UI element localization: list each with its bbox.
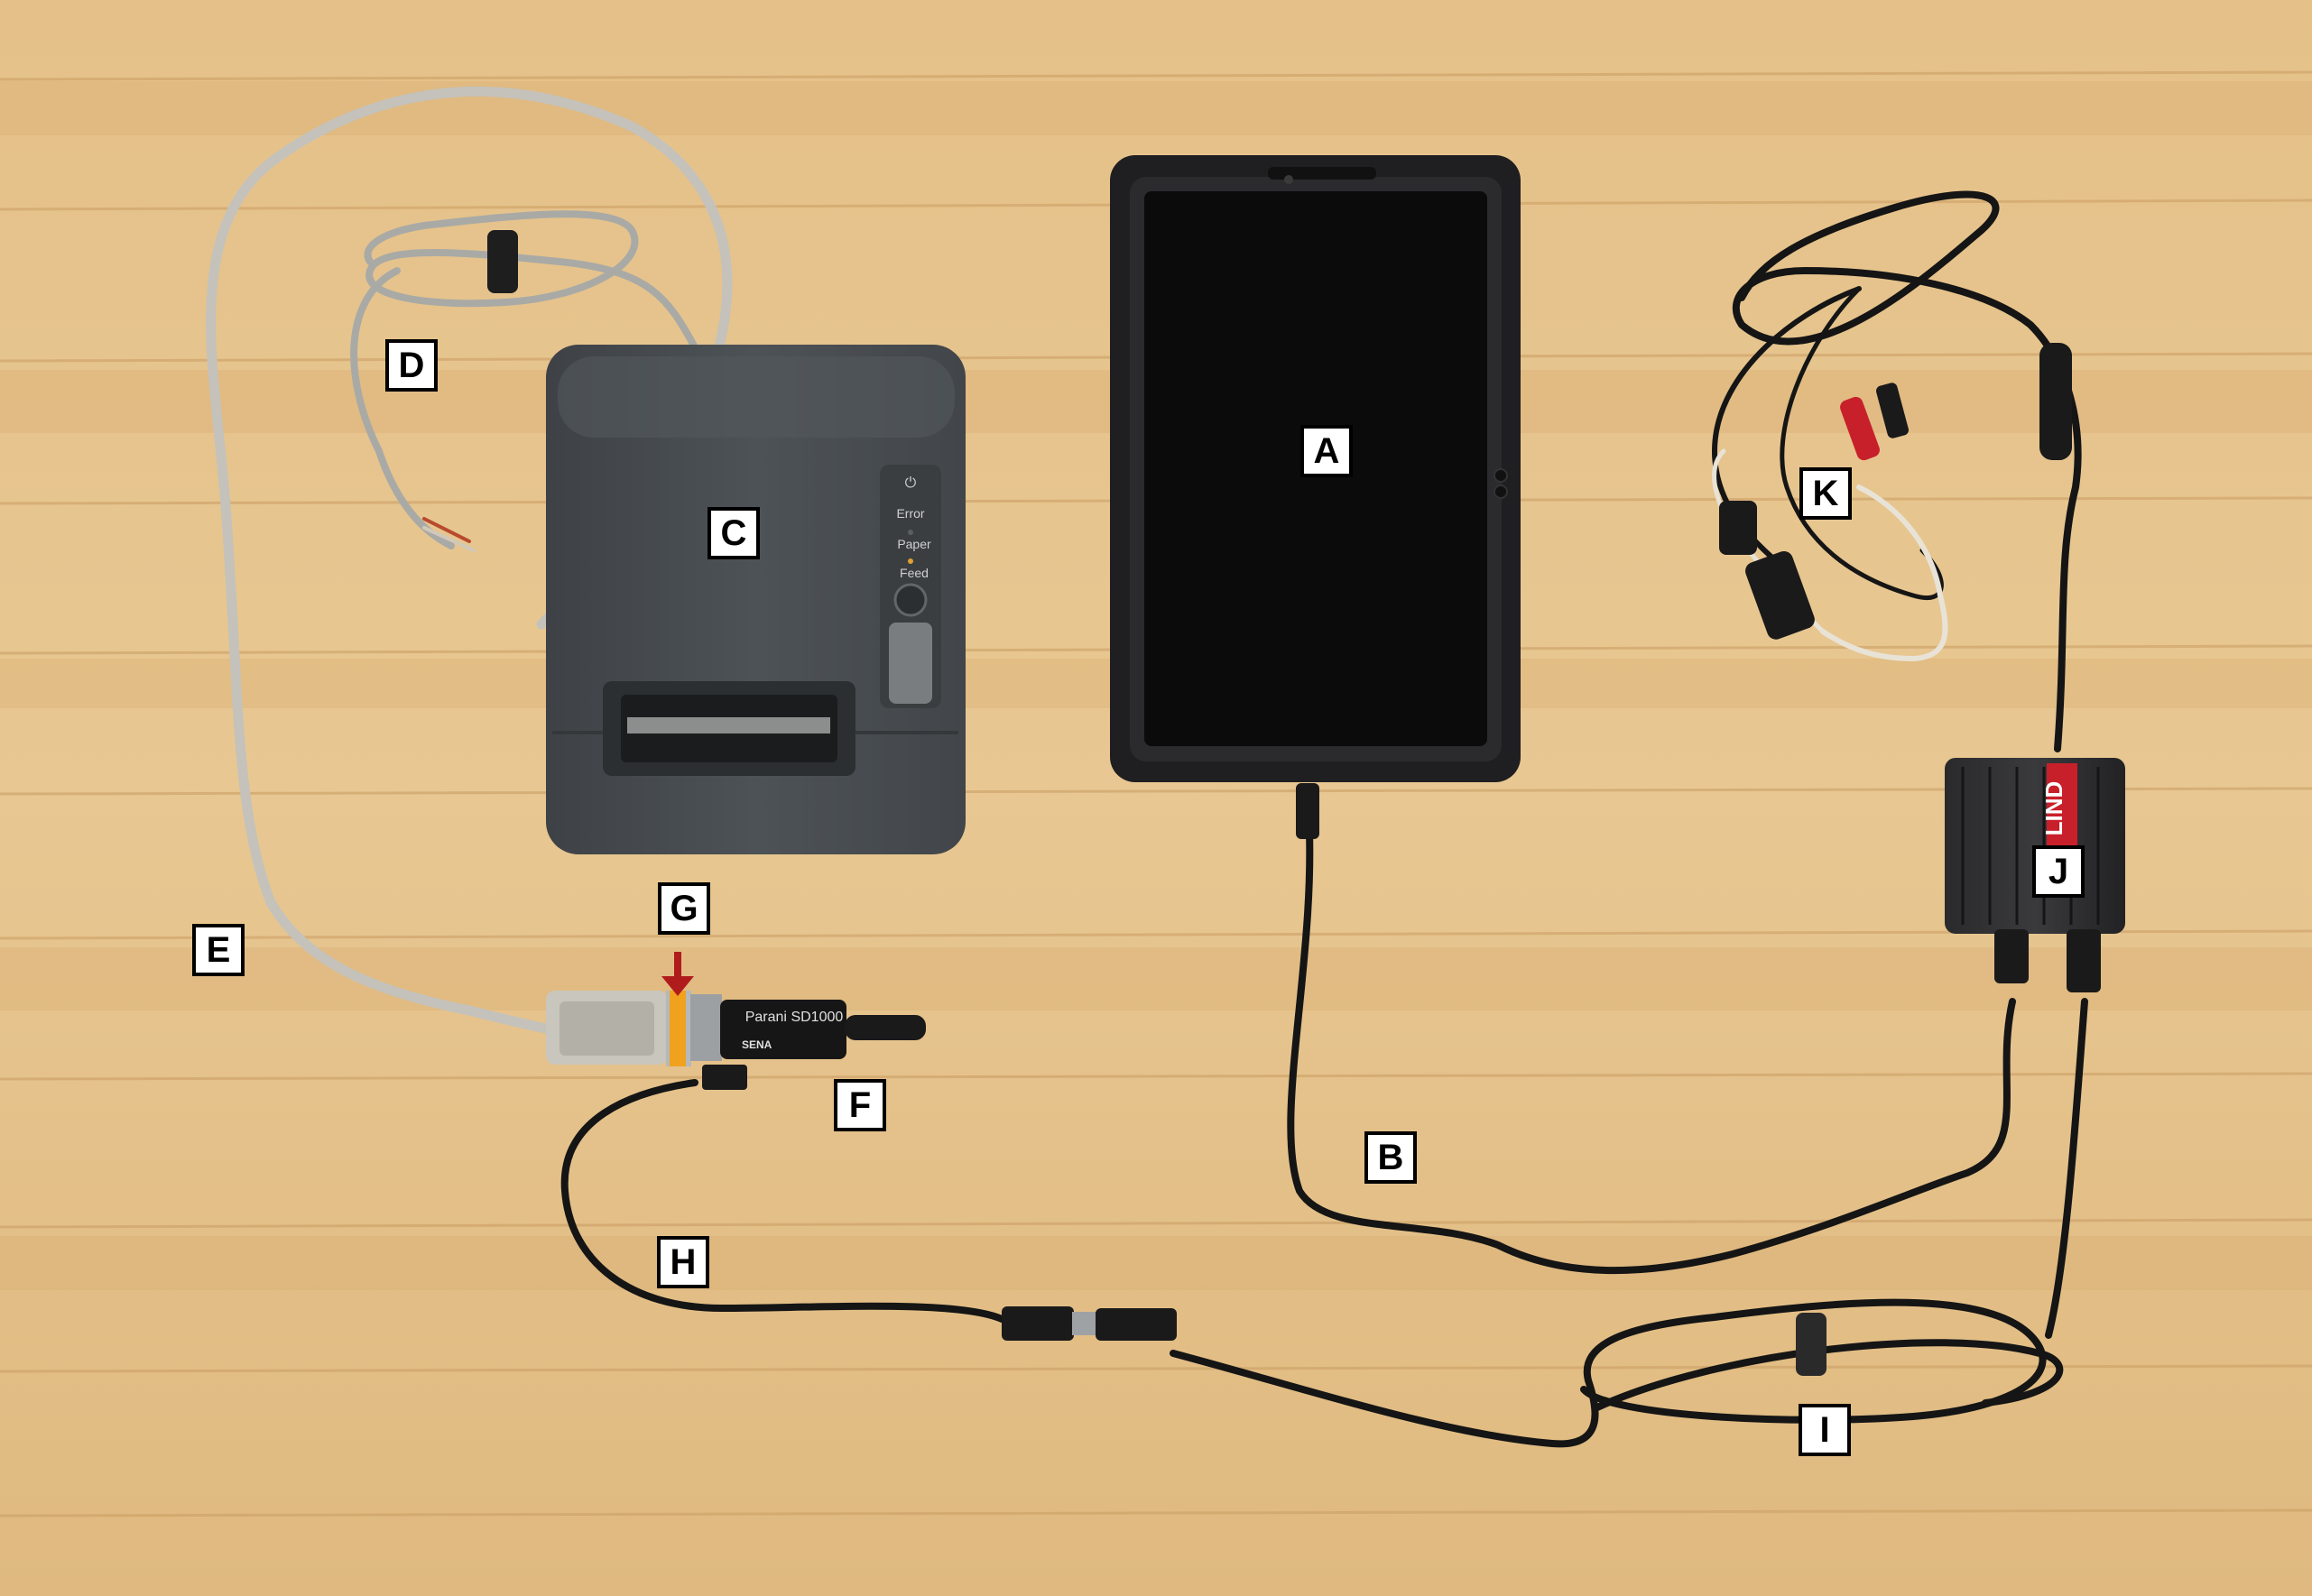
callout-label-g: G [658,882,710,935]
drawer-cable-d [350,210,698,552]
adapter-maker-label: SENA [742,1038,772,1051]
serial-cable-e [206,87,733,1034]
callout-label-e: E [192,924,245,976]
usb-extension-cable-i [1170,998,2088,1448]
receipt-printer-c: ⏻ Error Paper Feed [546,345,966,854]
usb-coupler [1002,1306,1177,1341]
red-arrow-g [661,952,694,996]
error-indicator-label: Error [896,506,924,521]
lind-brand-label: LIND [2040,781,2067,836]
callout-label-c: C [707,507,760,559]
tablet-usb-plug [1296,783,1319,839]
callout-label-a: A [1300,425,1353,477]
adapter-brand: Parani [745,1010,787,1025]
callout-label-b: B [1364,1131,1417,1184]
serial-bluetooth-adapter-f: Parani SD1000 SENA [546,991,926,1090]
adapter-brand-label: Parani SD1000 [745,1010,844,1025]
paper-indicator-label: Paper [897,537,931,551]
callout-label-j: J [2032,845,2085,898]
callout-label-f: F [834,1079,886,1131]
adapter-cable-h [560,1079,1005,1323]
adapter-model: SD1000 [791,1010,843,1025]
callout-label-k: K [1799,467,1852,520]
feed-indicator-label: Feed [900,566,929,580]
callout-label-h: H [657,1236,709,1288]
power-indicator-label: ⏻ [905,474,917,491]
callout-label-i: I [1799,1404,1851,1456]
power-input-cable-k [1711,190,2082,752]
tablet-usb-cable-b [1287,808,2016,1275]
callout-label-d: D [385,339,438,392]
